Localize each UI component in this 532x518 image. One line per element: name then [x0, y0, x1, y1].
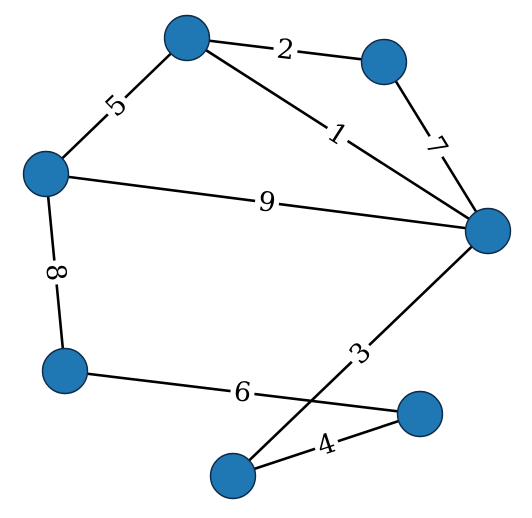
edge-label-background [310, 426, 343, 464]
edge-label-group: 9 [253, 186, 281, 219]
graph-node-n0 [163, 14, 211, 62]
graph-node-n1 [360, 38, 408, 86]
edge-label-background [319, 115, 356, 154]
edge-weight-label: 6 [232, 376, 253, 409]
edge-label-background [416, 128, 456, 165]
edge-label-background [253, 186, 281, 219]
edge-label-background [228, 376, 257, 409]
edge-label-group: 8 [39, 259, 72, 286]
edge-label-background [271, 33, 300, 67]
graph-node-n4 [41, 347, 89, 395]
graph-node-n6 [209, 452, 257, 500]
graph-node-n3 [464, 207, 512, 255]
edge-weight-label: 8 [39, 262, 72, 282]
edge-label-group: 7 [416, 128, 456, 165]
edge-label-group: 6 [228, 376, 257, 409]
edge-label-group: 1 [319, 115, 356, 154]
edge-weight-label: 2 [275, 34, 296, 67]
graph-node-n2 [22, 150, 70, 198]
edge-label-background [341, 334, 380, 373]
edge-label-group: 2 [271, 33, 300, 67]
graph-node-n5 [396, 390, 444, 438]
edge-weight-label: 9 [256, 186, 277, 219]
edge-label-background [39, 259, 72, 286]
edge-label-background [97, 86, 136, 126]
edge-label-group: 4 [310, 426, 343, 464]
nodes-layer [22, 14, 512, 500]
